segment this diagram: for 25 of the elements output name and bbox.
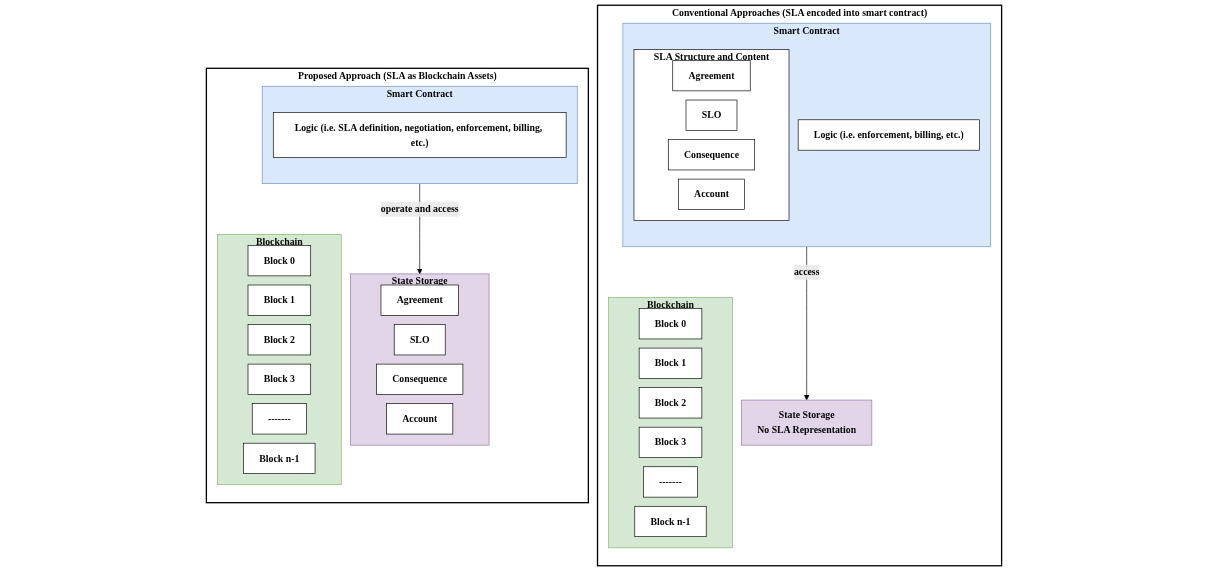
node-box: Logic (i.e. SLA definition, negotiation, enforcement, billing, etc.) [272, 112, 567, 158]
node-box: Block 2 [247, 324, 312, 356]
edge-label: operate and access [380, 203, 459, 215]
edge-label: access [793, 266, 820, 278]
node-box: Account [678, 178, 745, 210]
node-box: Consequence [376, 363, 464, 395]
node-box: SLO [393, 324, 446, 356]
node-box: Block 1 [638, 347, 703, 379]
node-box: State Storage No SLA Representation [741, 399, 873, 446]
node-box: ------- [251, 403, 307, 435]
node-box: ------- [643, 466, 698, 498]
node-box: Logic (i.e. enforcement, billing, etc.) [797, 119, 980, 151]
node-box: Block 0 [247, 245, 312, 277]
node-box: Consequence [667, 139, 755, 171]
node-box: Block 3 [247, 363, 312, 395]
node-box: Block 0 [638, 308, 703, 340]
node-box: Agreement [672, 60, 751, 92]
node-box: Account [386, 403, 454, 435]
node-box: Agreement [380, 284, 459, 316]
node-box: SLO [685, 99, 738, 131]
node-box: Block 2 [638, 387, 703, 419]
node-box: Block 1 [247, 284, 312, 316]
node-box: Block n-1 [243, 442, 316, 474]
node-box: Block 3 [638, 426, 703, 458]
node-box: Block n-1 [634, 505, 707, 537]
